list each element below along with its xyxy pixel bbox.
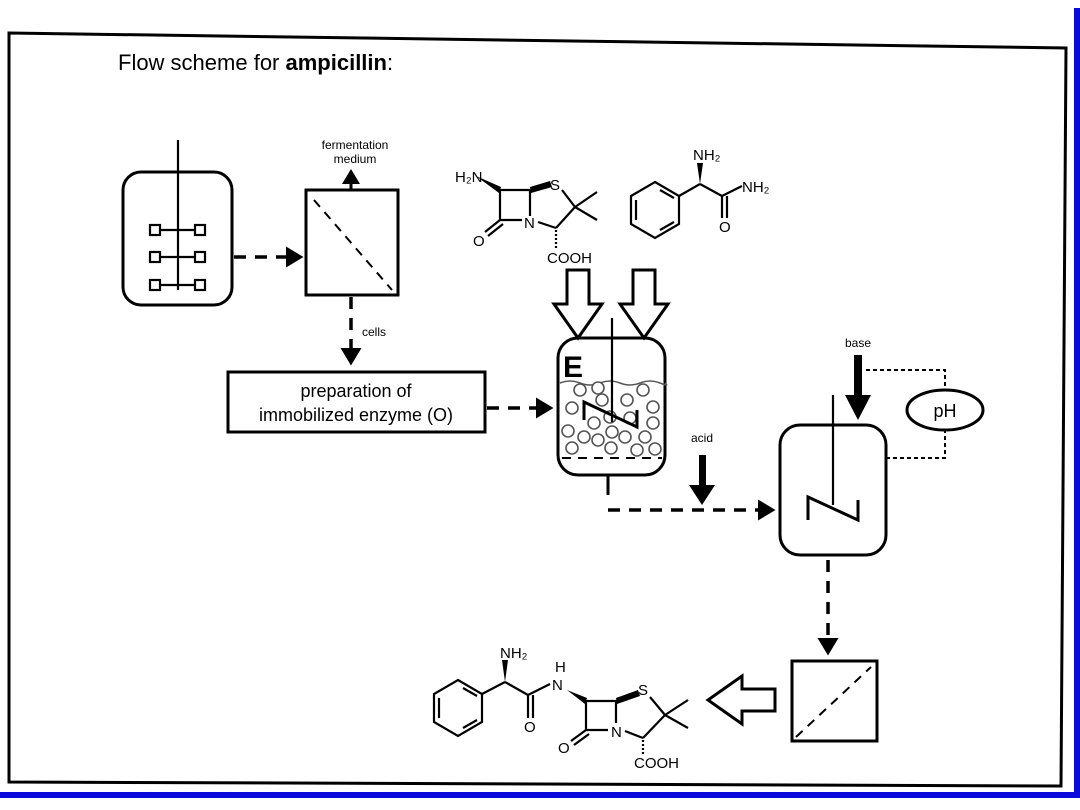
chem-label: NH₂ [742, 179, 770, 196]
chem-label: NH₂ [693, 147, 721, 164]
fermenter-vessel [121, 140, 234, 307]
right-accent-bar [1074, 8, 1080, 798]
base-feed-arrow [845, 355, 871, 420]
chem-label: O [473, 233, 485, 250]
chem-label: COOH [547, 250, 592, 267]
prep-line-1: preparation of [300, 381, 412, 401]
ph-label: pH [933, 401, 956, 421]
slide-frame [7, 31, 1068, 788]
acid-feed-arrow [689, 455, 715, 505]
ph-controller: pH [866, 369, 985, 459]
structure-ampicillin: NH₂ H N S N O O COOH [432, 645, 689, 772]
enzyme-reactor: E [556, 318, 668, 477]
feed-arrow-phenylglycinamide [617, 268, 671, 341]
enzyme-label: E [563, 351, 583, 384]
structure-phenylglycinamide: NH₂ NH₂ O [629, 147, 770, 240]
label-fermentation: fermentation [322, 138, 389, 152]
chem-label: NH₂ [500, 645, 528, 662]
chem-label: O [558, 740, 570, 757]
impeller-icon [148, 223, 207, 292]
label-base: base [845, 336, 871, 350]
product-hollow-arrow [705, 673, 777, 727]
chem-label: N [552, 677, 563, 694]
label-acid: acid [691, 431, 713, 445]
filter-unit-1 [304, 188, 400, 297]
prep-line-2: immobilized enzyme (O) [259, 405, 453, 425]
crystallization-tank [778, 395, 888, 557]
chem-label: H₂N [455, 169, 483, 186]
chem-label: O [719, 219, 731, 236]
chem-label: N [524, 215, 535, 232]
chem-label: H [555, 659, 566, 676]
immobilized-enzyme-preparation-box: preparation of immobilized enzyme (O) [226, 370, 487, 434]
chem-label: S [550, 177, 560, 194]
feed-arrow-6-apa [551, 268, 605, 341]
chem-label: S [638, 682, 648, 699]
filter-unit-2 [790, 659, 879, 743]
chem-label: COOH [634, 755, 679, 772]
immobilized-enzyme-beads [561, 381, 662, 457]
label-medium: medium [334, 152, 377, 166]
bottom-accent-bar [0, 792, 1080, 798]
structure-6-apa: H₂N S N O COOH [455, 169, 598, 267]
chem-label: O [524, 719, 536, 736]
page-title: Flow scheme for ampicillin: [118, 50, 393, 75]
label-cells: cells [362, 325, 386, 339]
chem-label: N [611, 724, 622, 741]
